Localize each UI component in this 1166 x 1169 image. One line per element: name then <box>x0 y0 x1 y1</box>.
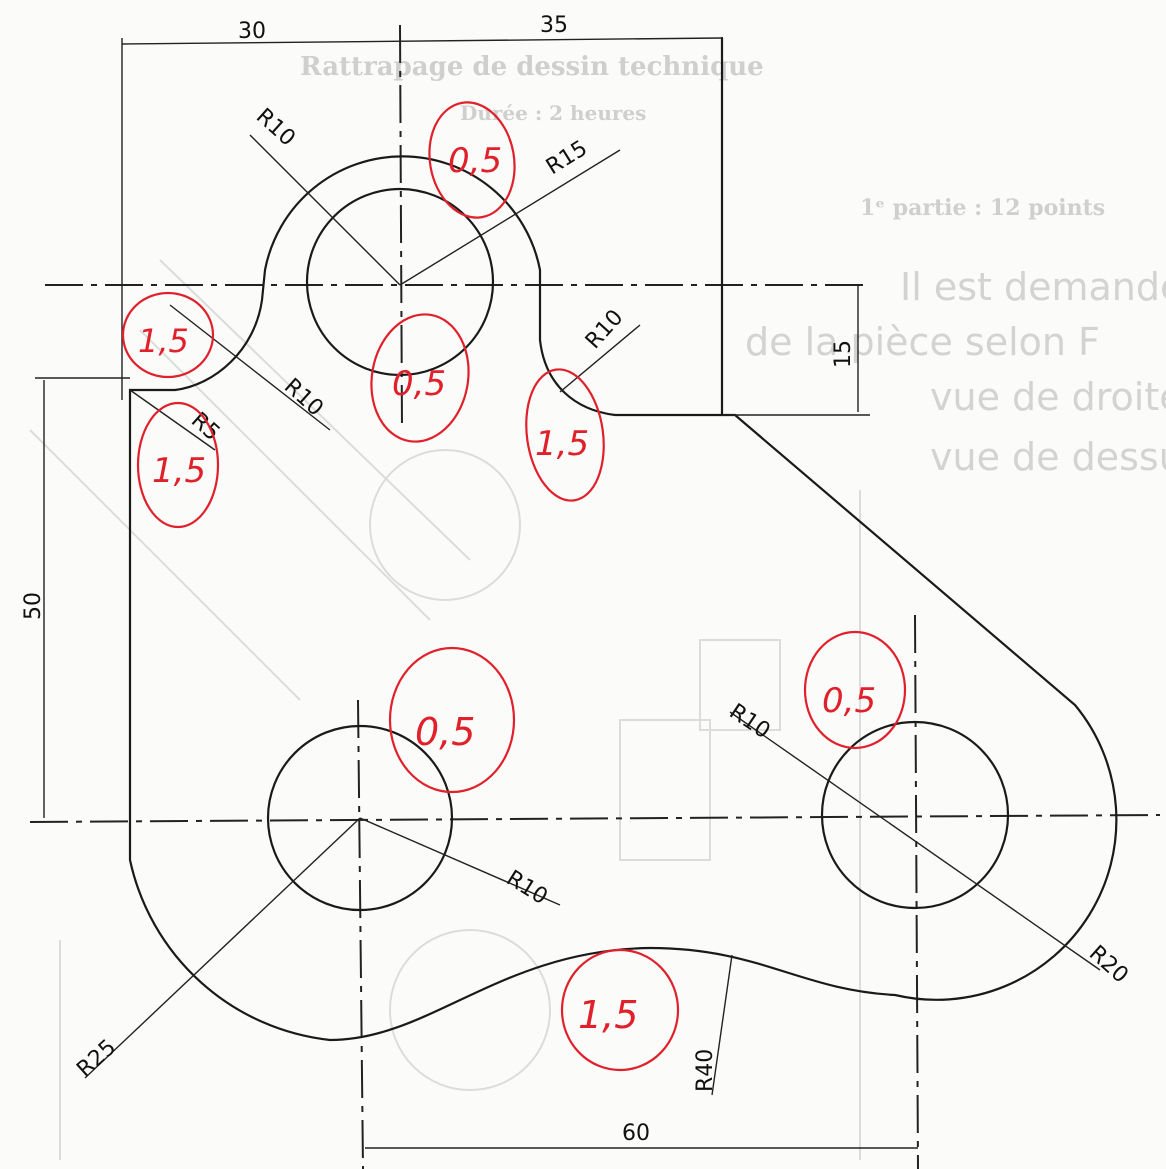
center-line-top-vertical <box>399 24 403 431</box>
bleed-through-layer: Rattrapage de dessin technique Durée : 2… <box>29 52 1166 1160</box>
ghost-line <box>29 429 301 701</box>
dim-line-top <box>121 37 723 45</box>
ghost-circle <box>389 929 551 1091</box>
grade-mark: 1,5 <box>525 368 605 502</box>
grade-value: 0,5 <box>415 710 475 754</box>
ghost-title: Rattrapage de dessin technique <box>300 52 764 82</box>
center-line-left-vertical <box>357 699 364 1169</box>
grade-value: 1,5 <box>535 424 589 464</box>
center-line-right-vertical <box>914 614 919 1169</box>
leader-r10-right <box>559 324 641 393</box>
dim-r10-bottom-left: R10 <box>502 866 552 910</box>
dim-50: 50 <box>21 592 46 620</box>
grade-value: 1,5 <box>138 322 189 360</box>
leader-r15 <box>399 149 621 286</box>
dim-35: 35 <box>540 13 568 38</box>
grade-mark: 0,5 <box>803 630 907 750</box>
ghost-hand-4: vue de dessus. <box>930 435 1166 479</box>
center-lines <box>29 24 1161 1169</box>
grade-circle <box>370 313 470 443</box>
dim-r40: R40 <box>693 1049 718 1092</box>
leader-r5 <box>129 389 216 451</box>
dimension-texts: 30 35 15 50 60 R10 R15 R10 R10 R5 R10 R1… <box>21 13 1133 1146</box>
ghost-hand-2: de la pièce selon F <box>745 320 1100 364</box>
grade-value: 0,5 <box>822 681 876 721</box>
grade-circle <box>121 291 215 379</box>
ghost-duration: Durée : 2 heures <box>460 101 646 125</box>
grade-circle <box>136 401 220 529</box>
dim-r5: R5 <box>186 408 225 446</box>
ghost-line <box>139 329 431 621</box>
grade-mark: 1,5 <box>560 948 680 1072</box>
leader-r25 <box>84 817 361 1079</box>
grade-circle <box>560 948 680 1072</box>
grade-value: 1,5 <box>578 993 638 1037</box>
ghost-rect <box>699 639 781 731</box>
bottom-right-hole <box>820 720 1010 910</box>
grade-circle <box>428 101 516 219</box>
dim-15: 15 <box>831 340 856 368</box>
grade-mark: 0,5 <box>370 313 470 443</box>
ghost-hand-3: vue de droite <box>930 375 1166 419</box>
grade-value: 0,5 <box>448 141 502 181</box>
grade-mark: 1,5 <box>136 401 220 529</box>
dim-60: 60 <box>622 1121 650 1146</box>
dim-r25: R25 <box>72 1035 121 1083</box>
grade-value: 1,5 <box>152 451 206 491</box>
grade-circle <box>525 368 605 502</box>
ghost-part: 1ᵉ partie : 12 points <box>860 195 1105 221</box>
ghost-rect <box>619 719 711 861</box>
grade-circle <box>388 646 516 794</box>
leader-r10-r20 <box>729 711 1101 971</box>
ghost-circle <box>369 449 521 601</box>
bottom-left-hole <box>266 724 454 912</box>
center-line-bottom <box>29 814 1161 823</box>
dim-r20: R20 <box>1084 941 1133 989</box>
leader-r10-top <box>249 134 401 286</box>
grade-mark: 0,5 <box>388 646 516 794</box>
top-hole <box>305 187 495 377</box>
outline-path <box>128 155 1118 1042</box>
grade-mark: 1,5 <box>121 291 215 379</box>
grade-mark: 0,5 <box>428 101 516 219</box>
grade-annotations: 0,5 1,5 0,5 1,5 1,5 0,5 0,5 1,5 <box>121 101 907 1072</box>
ghost-line <box>159 259 471 561</box>
leader-r10-bottom-left <box>359 817 561 906</box>
dim-r10-right-fillet: R10 <box>581 305 629 354</box>
grade-value: 0,5 <box>392 364 446 404</box>
dimension-lines <box>35 37 1101 1149</box>
dim-r15: R15 <box>542 136 592 180</box>
grade-circle <box>803 630 907 750</box>
leader-r40 <box>711 954 733 1096</box>
leader-r10-left <box>169 304 331 431</box>
dim-30: 30 <box>238 19 266 44</box>
ghost-hand-1: Il est demandé... <box>900 265 1166 309</box>
part-outline <box>128 36 1118 1042</box>
